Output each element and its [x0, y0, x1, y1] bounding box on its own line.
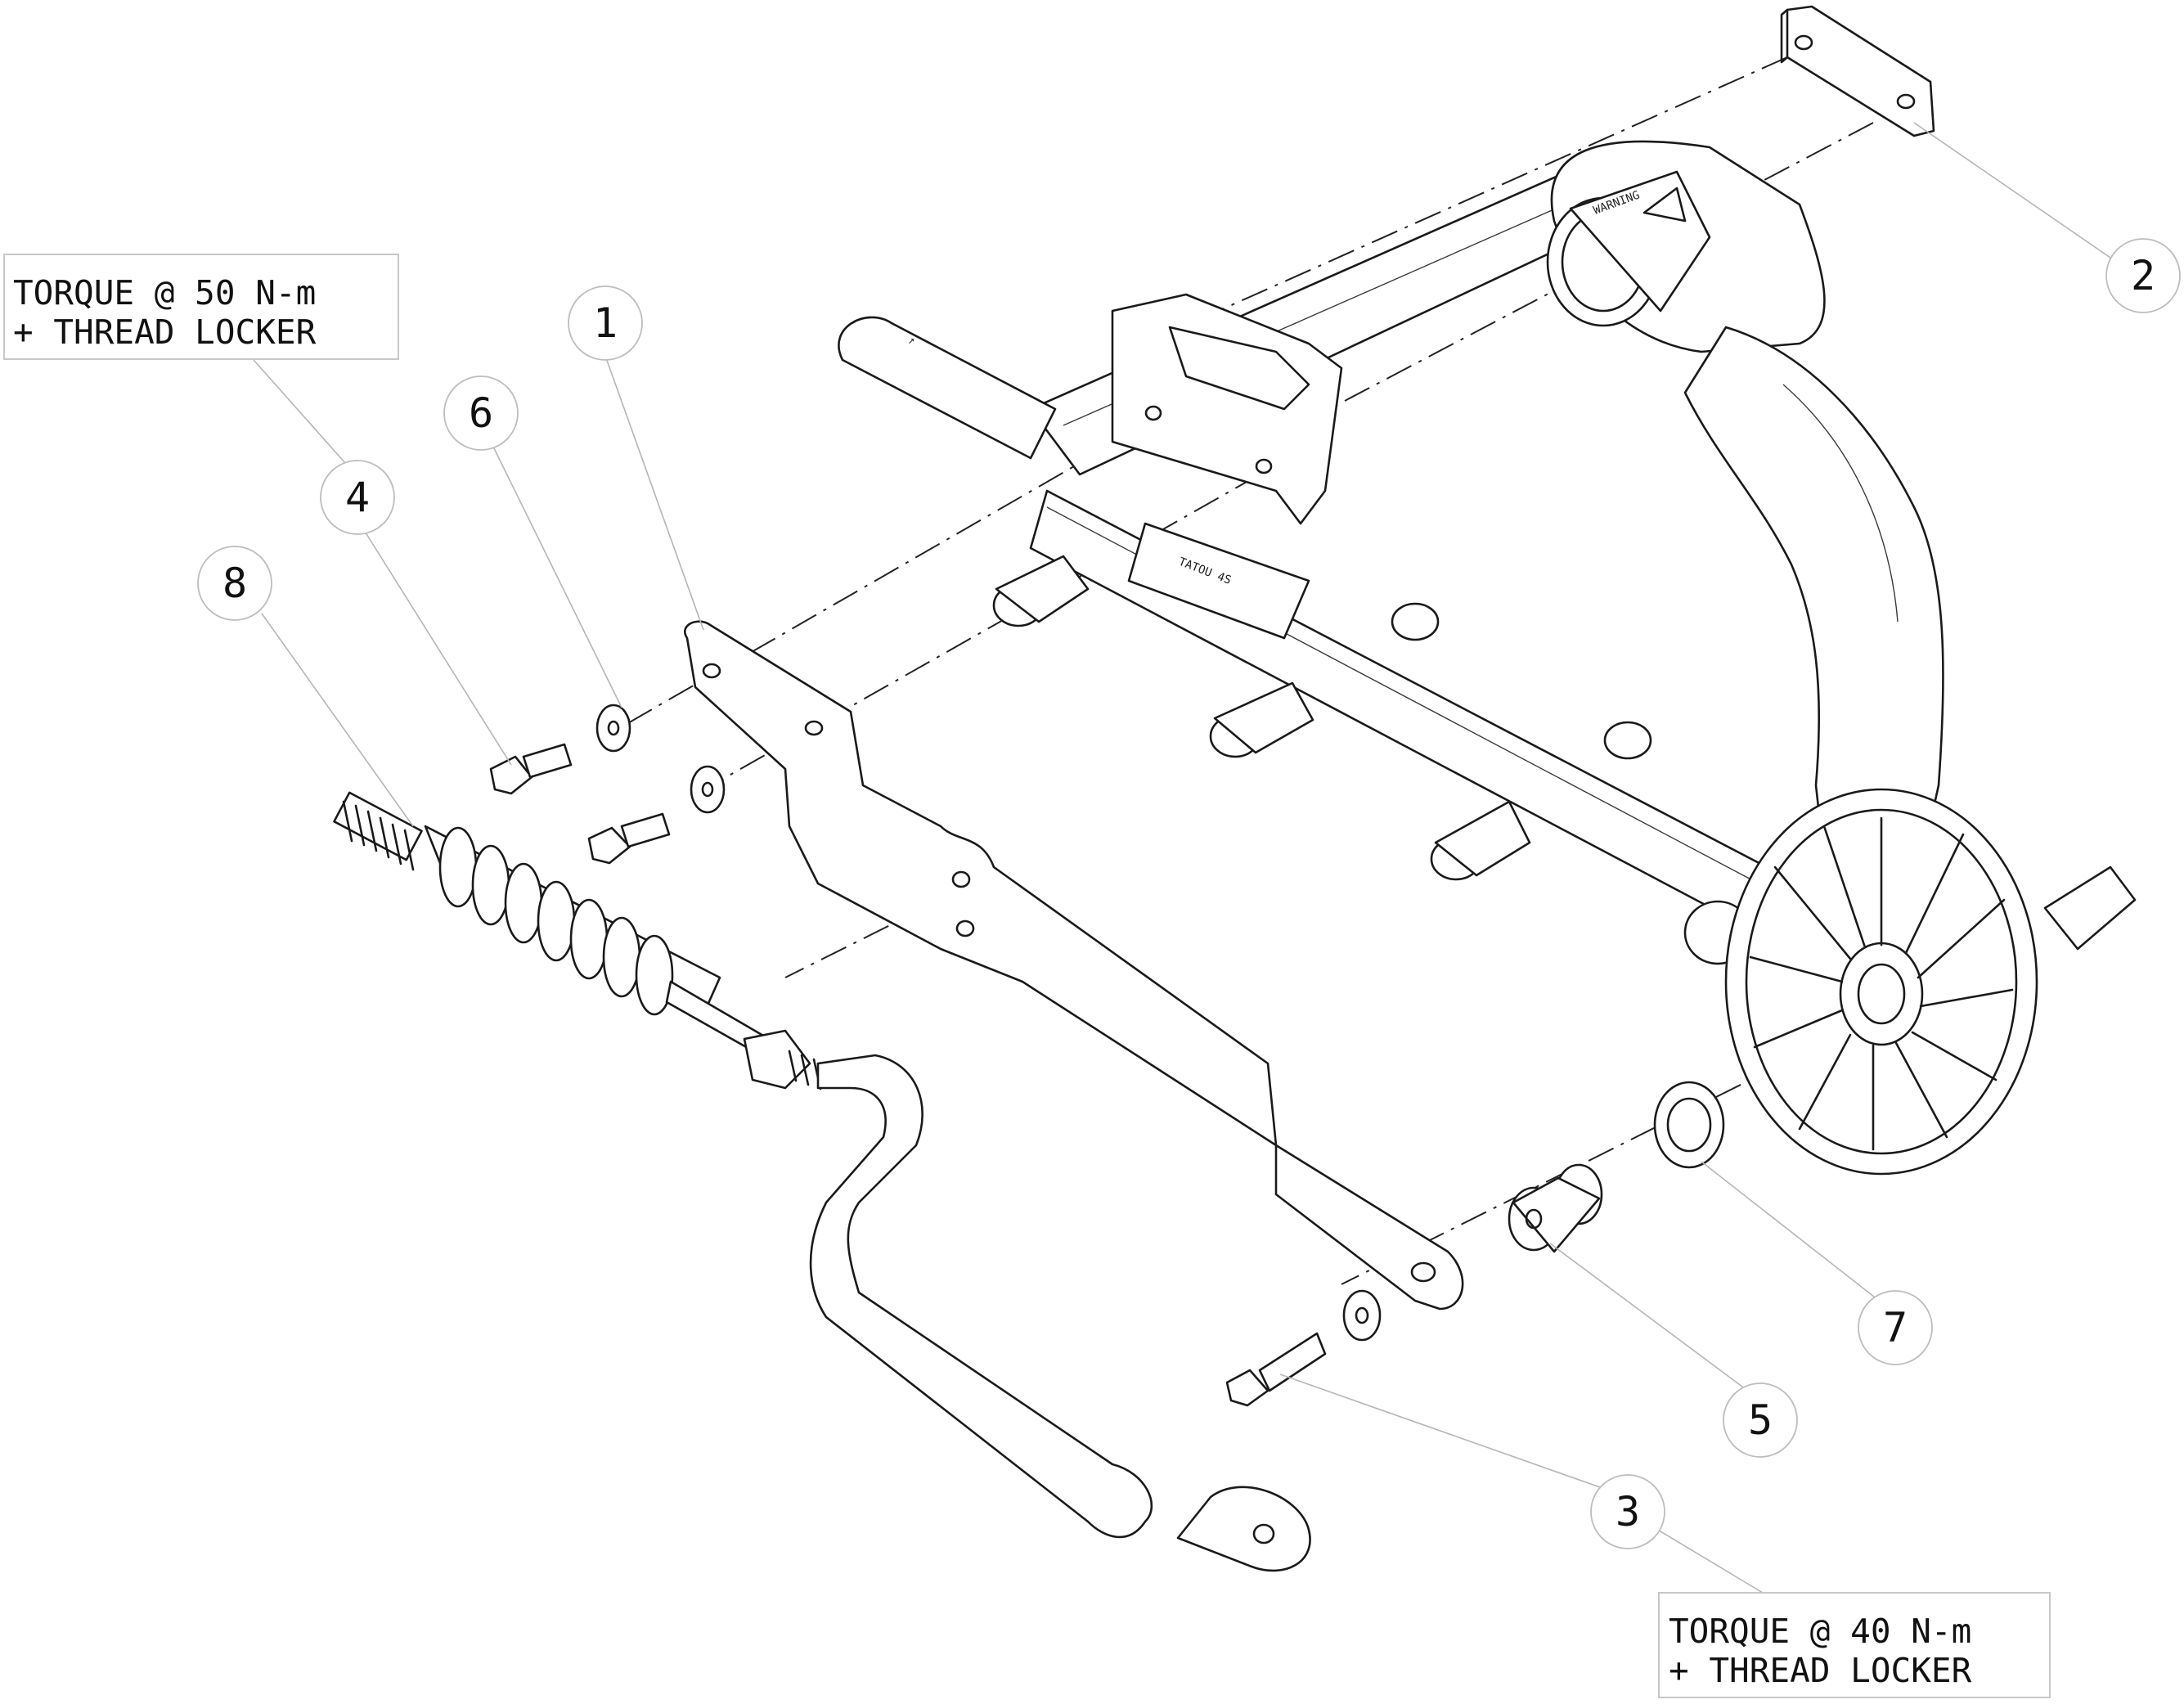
plate-part-2: [1780, 5, 1935, 137]
callout-7: 7: [1858, 1290, 1933, 1365]
callout-8: 8: [197, 546, 272, 621]
washer-part-6-lower: [690, 765, 726, 814]
main-frame: WARNING ↗ TATOU 4S: [838, 140, 1944, 965]
callout-7-label: 7: [1883, 1304, 1908, 1351]
frame-arrow-decal: ↗: [908, 334, 914, 347]
callout-3-label: 3: [1616, 1488, 1640, 1535]
wheel-spokes: [1749, 816, 2014, 1151]
callout-5-label: 5: [1748, 1396, 1773, 1444]
callout-2: 2: [2105, 238, 2181, 313]
washer-part-7: [1653, 1081, 1725, 1169]
callout-4-label: 4: [345, 474, 370, 521]
washer-part-6-upper: [595, 704, 631, 753]
wheel: [1724, 788, 2137, 1176]
callout-8-label: 8: [222, 560, 247, 607]
bushing-part-5: [1508, 1163, 1603, 1253]
torque-note-40-line2: + THREAD LOCKER: [1669, 1651, 1972, 1690]
callout-6: 6: [443, 375, 519, 451]
bolt-part-4-lower: [587, 812, 671, 865]
spring-coils: [438, 826, 674, 1016]
callout-2-label: 2: [2131, 252, 2155, 299]
torque-note-50-line2: + THREAD LOCKER: [13, 312, 317, 352]
torque-note-40-line1: TORQUE @ 40 N-m: [1669, 1612, 1971, 1651]
spring-shock-part-8: [333, 791, 1311, 1572]
bolt-part-4-upper: [489, 743, 573, 795]
washer-part-3: [1342, 1289, 1382, 1342]
torque-note-50-line1: TORQUE @ 50 N-m: [13, 273, 316, 312]
callout-4: 4: [320, 460, 395, 535]
callout-3: 3: [1590, 1474, 1665, 1549]
callout-6-label: 6: [469, 389, 493, 437]
bolt-part-3: [1225, 1332, 1327, 1407]
bracket-arm-part-1: [684, 620, 1464, 1311]
torque-note-40: TORQUE @ 40 N-m + THREAD LOCKER: [1658, 1592, 2051, 1698]
frame-bushings: [992, 555, 1752, 965]
callout-1-label: 1: [593, 299, 618, 347]
callout-1: 1: [568, 285, 643, 361]
torque-note-50: TORQUE @ 50 N-m + THREAD LOCKER: [3, 254, 399, 360]
callout-5: 5: [1723, 1383, 1798, 1458]
